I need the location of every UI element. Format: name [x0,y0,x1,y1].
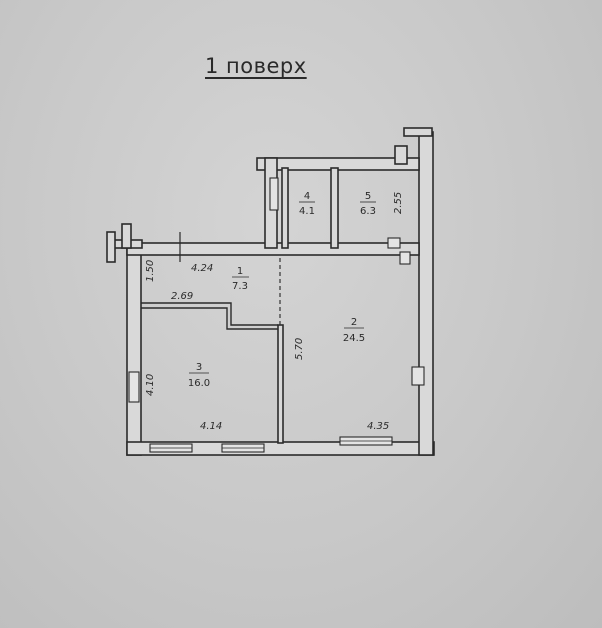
room-5-number: 5 [365,191,371,202]
dim-room2-bottom: 4.35 [367,421,389,432]
partitions [141,258,284,444]
dim-corridor-width: 1.50 [145,260,156,282]
partition-4-5 [330,167,339,249]
room3-right-partition [277,324,284,444]
walls [106,127,435,456]
window [269,177,279,211]
dim-room5-height: 2.55 [393,192,404,214]
room-4-number: 4 [304,191,310,202]
dim-room3-bottom: 4.14 [200,421,222,432]
right-wall [418,131,434,456]
room3-top-partition [141,302,278,326]
dimension-labels: 1.50 4.24 2.69 4.10 4.14 5.70 4.35 2.55 [145,192,404,432]
window [128,371,140,403]
dim-room3-top: 2.69 [171,291,193,302]
right-top-cap [403,127,433,137]
windows [128,177,425,453]
vent [399,251,411,265]
room-1-number: 1 [237,266,243,277]
dim-room2-height: 5.70 [294,338,305,360]
left-stub-vertical [121,223,132,249]
left-wall [126,242,142,456]
dim-room3-height: 4.10 [145,374,156,396]
dim-corridor-length: 4.24 [191,263,213,274]
room-1-area: 7.3 [232,281,248,292]
vent [387,237,401,249]
room-4-area: 4.1 [299,206,315,217]
left-stub-end [106,231,116,263]
room-2-number: 2 [351,317,357,328]
room-2-area: 24.5 [343,333,365,344]
partition-4 [281,167,289,249]
room-labels: 1 7.3 2 24.5 3 16.0 4 4.1 5 6.3 [188,191,376,389]
room-3-area: 16.0 [188,378,210,389]
window [411,366,425,386]
floor-title: 1 поверх [205,54,307,78]
room-5-area: 6.3 [360,206,376,217]
right-stub [394,145,408,165]
room-3-number: 3 [196,362,202,373]
